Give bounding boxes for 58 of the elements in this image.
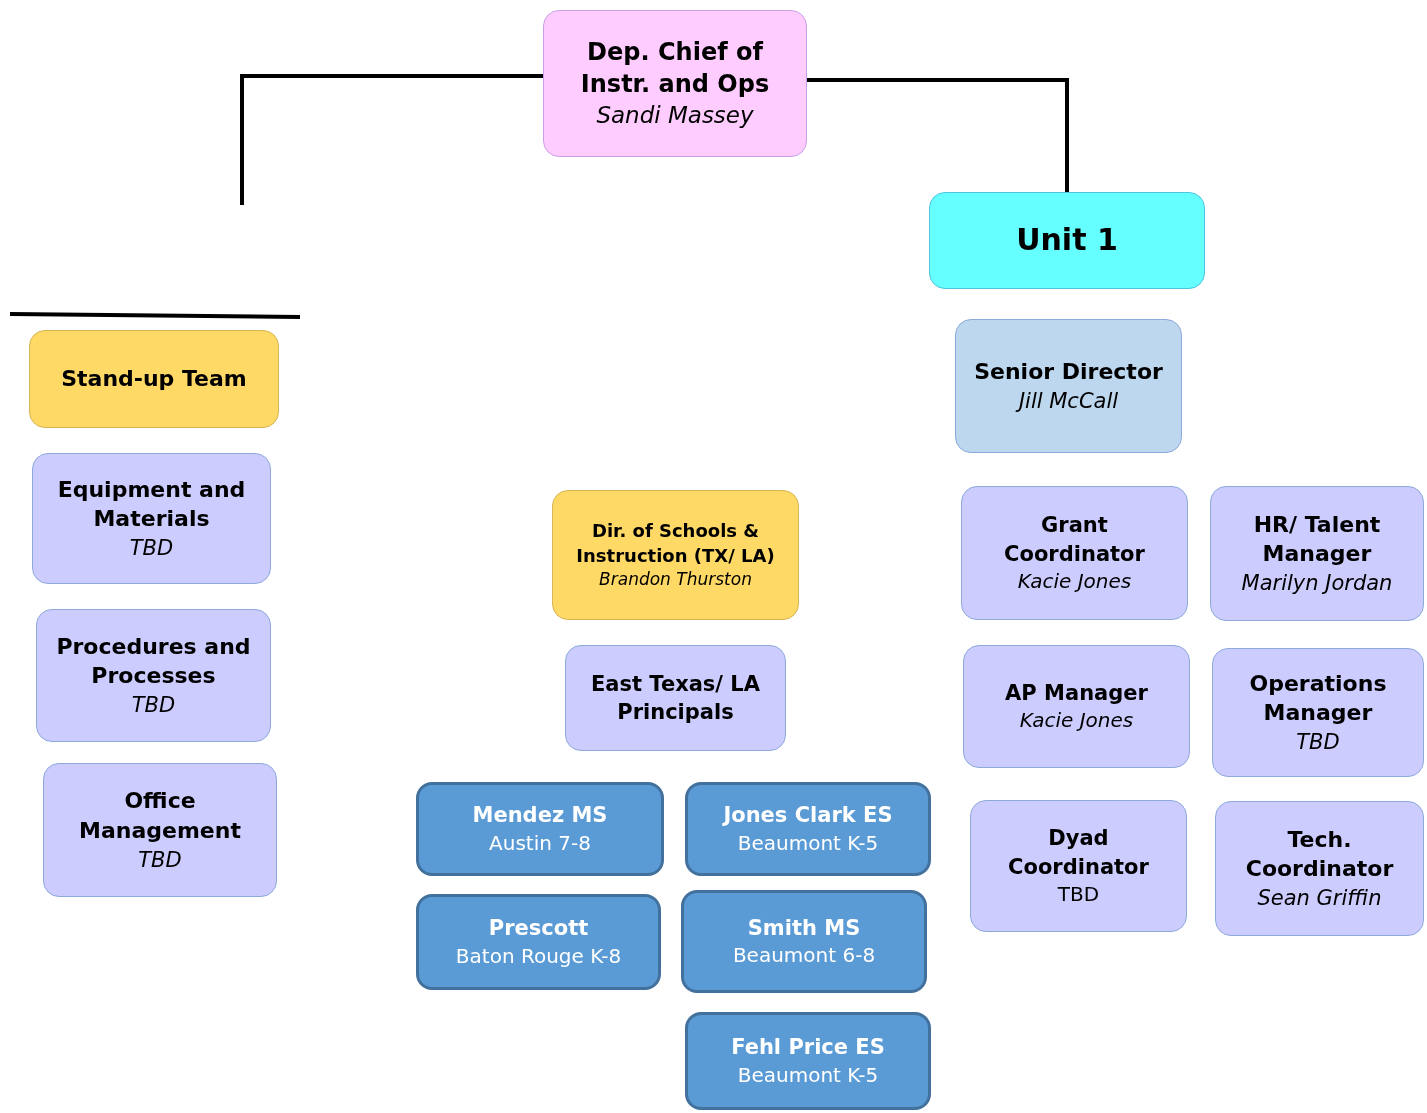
role-title: Operations Manager <box>1248 669 1388 728</box>
role-title: Tech. Coordinator <box>1244 825 1395 884</box>
person-name: Kacie Jones <box>1017 567 1132 595</box>
person-name: Kacie Jones <box>1019 707 1134 735</box>
org-box <box>929 192 1205 289</box>
person-name: TBD <box>131 692 176 719</box>
role-title: Senior Director <box>974 358 1163 386</box>
org-box <box>955 319 1182 453</box>
location-text: Beaumont 6-8 <box>732 942 876 970</box>
person-name: TBD <box>129 535 174 562</box>
org-box <box>32 453 271 584</box>
org-box <box>963 645 1190 768</box>
org-box <box>36 609 271 742</box>
role-title: Office Management <box>78 787 242 845</box>
role-title: Prescott <box>488 915 589 943</box>
role-title: AP Manager <box>1005 679 1148 707</box>
role-title: Unit 1 <box>1016 221 1118 260</box>
role-title: Equipment and Materials <box>56 475 247 534</box>
location-text: Austin 7-8 <box>489 829 591 857</box>
org-box <box>961 486 1188 620</box>
org-box <box>685 1012 931 1110</box>
org-box <box>1212 648 1424 777</box>
role-title: Dep. Chief of Instr. and Ops <box>579 36 771 100</box>
role-title: Stand-up Team <box>61 365 247 394</box>
role-title: Dyad Coordinator <box>1007 825 1150 881</box>
org-box <box>1210 486 1424 621</box>
org-box <box>685 782 931 876</box>
role-title: Jones Clark ES <box>723 802 893 830</box>
org-box <box>29 330 279 428</box>
role-title: East Texas/ LA Principals <box>590 670 761 726</box>
org-box <box>416 782 664 876</box>
location-text: Beaumont K-5 <box>737 829 879 857</box>
org-box <box>1215 801 1424 936</box>
connector-line <box>807 78 1069 192</box>
location-text: TBD <box>1057 880 1100 908</box>
person-name: Brandon Thurston <box>599 567 752 591</box>
location-text: Beaumont K-5 <box>737 1061 879 1089</box>
role-title: Mendez MS <box>472 802 608 830</box>
role-title: Dir. of Schools & Instruction (TX/ LA) <box>575 519 776 568</box>
person-name: Sandi Massey <box>596 101 754 131</box>
role-title: Procedures and Processes <box>55 632 252 691</box>
role-title: Fehl Price ES <box>731 1034 885 1062</box>
org-box <box>416 894 661 990</box>
location-text: Baton Rouge K-8 <box>455 942 622 970</box>
role-title: Smith MS <box>747 914 861 942</box>
person-name: Marilyn Jordan <box>1241 570 1393 597</box>
org-box <box>43 763 277 897</box>
org-box <box>681 890 927 993</box>
person-name: Sean Griffin <box>1257 885 1382 912</box>
org-box <box>970 800 1187 932</box>
person-name: TBD <box>1296 729 1340 756</box>
org-box <box>552 490 799 620</box>
connector-line <box>240 74 543 205</box>
org-box <box>565 645 786 751</box>
person-name: TBD <box>138 846 182 874</box>
role-title: HR/ Talent Manager <box>1252 510 1382 569</box>
org-box <box>543 10 807 157</box>
role-title: Grant Coordinator <box>1003 512 1146 568</box>
